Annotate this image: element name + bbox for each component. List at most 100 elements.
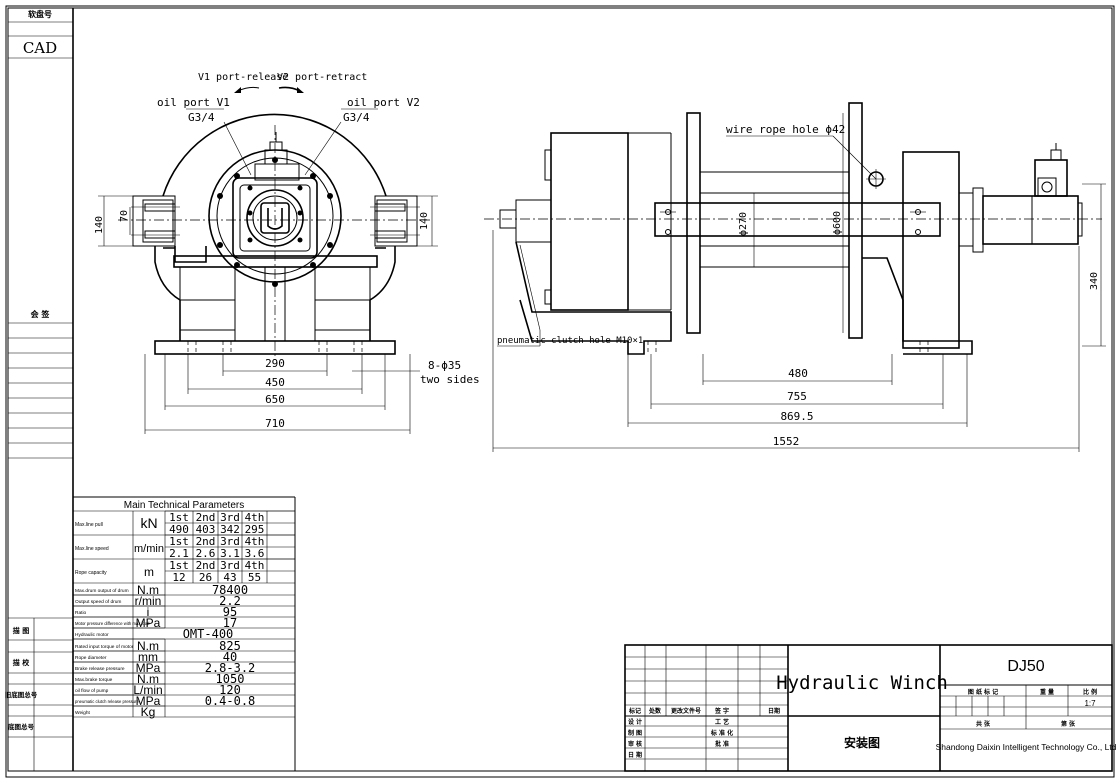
layer-label: 1st — [169, 511, 189, 524]
param-label: Weight — [75, 710, 91, 716]
layer-label: 2nd — [196, 535, 216, 548]
scale-value: 1:7 — [1084, 699, 1096, 708]
layer-label: 4th — [245, 559, 265, 572]
release-arrow — [237, 86, 260, 92]
layer-value: 3.1 — [220, 547, 240, 560]
hydraulic-motor — [982, 195, 1079, 245]
dim-650: 650 — [265, 393, 285, 406]
role-label: 设 计 — [628, 718, 642, 726]
v1-release-label: V1 port-release — [198, 72, 288, 83]
layer-label: 2nd — [196, 559, 216, 572]
param-unit: Kg — [141, 705, 156, 719]
param-unit: N.m — [137, 672, 159, 686]
front-view: V1 port-release V2 port-retract oil port… — [94, 72, 480, 434]
param-label: Max.drum output of drum — [75, 588, 129, 594]
left-strip: 软盘号 CAD 会 签 描 图 描 校 旧底图总号 底图总号 — [5, 9, 73, 771]
param-label: Output speed of drum — [75, 599, 121, 605]
mounting-holes — [187, 341, 363, 354]
rev-header: 标记 — [628, 707, 641, 715]
role-label: 审 核 — [628, 740, 642, 748]
param-label: Motor pressure difference with max.load — [75, 621, 150, 626]
layer-value: 2.6 — [196, 547, 216, 560]
meta-header: 重 量 — [1040, 688, 1054, 696]
layer-label: 4th — [245, 535, 265, 548]
dim-450: 450 — [265, 376, 285, 389]
dim-140-right: 140 — [419, 212, 430, 230]
company-name: Shandong Daixin Intelligent Technology C… — [936, 742, 1117, 752]
rev-header: 签 字 — [714, 707, 729, 715]
oil-port-v2-label: oil port V2 — [347, 96, 420, 109]
layer-label: 3rd — [220, 559, 240, 572]
drawing-type: 安装图 — [844, 735, 880, 750]
param-value: 40 — [223, 650, 237, 664]
strip-row-label: 旧底图总号 — [5, 690, 38, 699]
gearbox — [550, 132, 629, 311]
param-group-unit: m — [144, 565, 154, 579]
param-unit: r/min — [135, 594, 162, 608]
layer-value: 26 — [199, 571, 212, 584]
strip-row-label: 描 校 — [13, 658, 30, 667]
rev-header: 日期 — [768, 707, 780, 715]
param-value: 0.4-0.8 — [205, 694, 256, 708]
layer-value: 55 — [248, 571, 261, 584]
clutch-hole-label: pneumatic clutch hole M10×1 — [497, 336, 643, 346]
dim-340: 340 — [1089, 272, 1100, 290]
param-unit: N.m — [137, 639, 159, 653]
dim-140-left: 140 — [94, 216, 105, 234]
param-unit: mm — [138, 650, 158, 664]
param-unit: MPa — [136, 694, 161, 708]
strip-row-label: 描 图 — [13, 626, 29, 635]
oil-port-v1-label: oil port V1 — [157, 96, 230, 109]
dim-869: 869.5 — [780, 410, 813, 423]
param-unit: i — [147, 605, 150, 619]
layer-value: 43 — [223, 571, 236, 584]
role-label: 批 准 — [715, 740, 729, 748]
product-name: Hydraulic Winch — [776, 672, 948, 694]
param-value: 17 — [223, 616, 237, 630]
v2-retract-label: V2 port-retract — [277, 72, 367, 83]
param-value: 2.2 — [219, 594, 241, 608]
role-label: 标 准 化 — [710, 729, 733, 737]
layer-label: 1st — [169, 559, 189, 572]
param-label: Hydraulic motor — [75, 632, 109, 638]
param-label: oil flow of pump — [75, 688, 109, 694]
param-value: 120 — [219, 683, 241, 697]
dia-270: ϕ270 — [738, 212, 749, 236]
title-block: 标记 处数 更改文件号 签 字 日期 设 计 制 图 审 核 日 期 工 艺 标… — [624, 644, 1117, 772]
drum-arc — [162, 113, 387, 197]
layer-value: 12 — [172, 571, 185, 584]
cad-label: CAD — [23, 39, 57, 57]
model-number: DJ50 — [1007, 658, 1044, 675]
param-label: Brake release pressure — [75, 666, 125, 672]
layer-value: 2.1 — [169, 547, 189, 560]
dim-1552: 1552 — [773, 435, 800, 448]
layer-value: 295 — [245, 523, 265, 536]
sheet-number: 第 张 — [1060, 720, 1076, 728]
param-value: OMT-400 — [183, 627, 234, 641]
param-group-label: Max.line pull — [75, 522, 103, 528]
layer-value: 403 — [196, 523, 216, 536]
layer-label: 4th — [245, 511, 265, 524]
param-label: Ratio — [75, 610, 87, 616]
strip-row-label: 底图总号 — [8, 722, 35, 731]
param-group-unit: m/min — [134, 543, 164, 555]
layer-label: 3rd — [220, 511, 240, 524]
param-label: Max.brake torque — [75, 677, 113, 683]
param-value: 78400 — [212, 583, 248, 597]
param-group-label: Max.line speed — [75, 546, 109, 552]
rev-header: 处数 — [648, 707, 662, 715]
layer-label: 1st — [169, 535, 189, 548]
layer-value: 490 — [169, 523, 189, 536]
meta-header: 图 纸 标 记 — [968, 688, 998, 696]
layer-value: 3.6 — [245, 547, 265, 560]
param-label: pneumatic clutch release pressure — [75, 699, 139, 704]
dim-710: 710 — [265, 417, 285, 430]
param-value: 2.8-3.2 — [205, 661, 256, 675]
param-value: 825 — [219, 639, 241, 653]
param-value: 95 — [223, 605, 237, 619]
dim-755: 755 — [787, 390, 807, 403]
wire-hole-label: wire rope hole ϕ42 — [726, 123, 845, 136]
param-value: 1050 — [216, 672, 245, 686]
